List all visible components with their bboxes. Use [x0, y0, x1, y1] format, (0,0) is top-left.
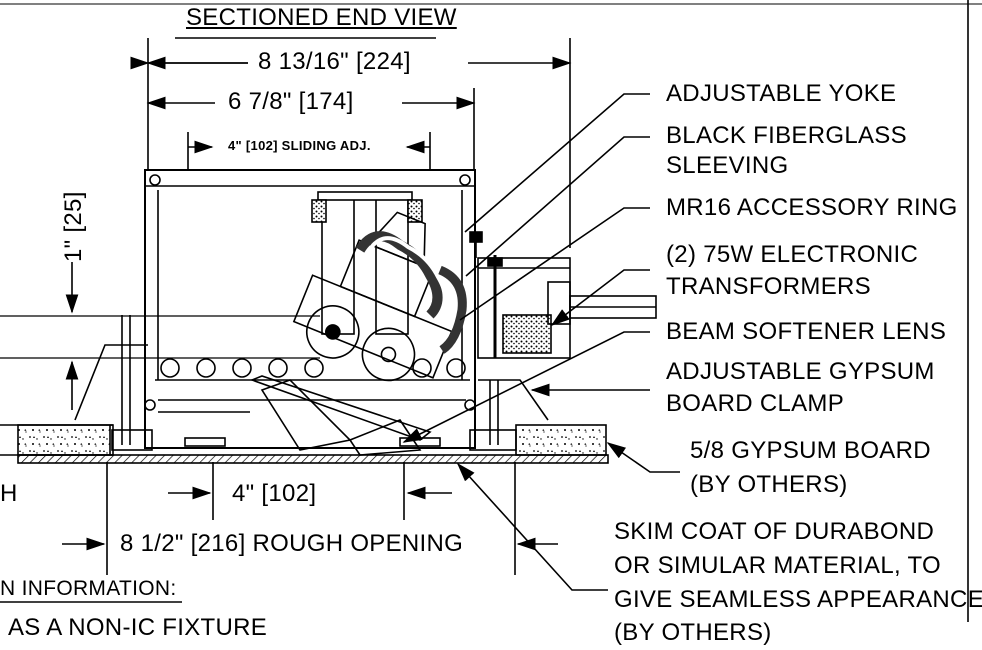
aperture-dim: 4" [102] — [232, 480, 317, 507]
callout-transformers-1: (2) 75W ELECTRONIC — [666, 241, 919, 268]
info-line: AS A NON-IC FIXTURE — [8, 614, 268, 641]
callout-transformers-2: TRANSFORMERS — [666, 273, 871, 300]
callout-gypsum-clamp-1: ADJUSTABLE GYPSUM — [666, 358, 935, 385]
depth-dim: 1" [25] — [60, 191, 87, 262]
callout-skim-coat-3: GIVE SEAMLESS APPEARANCE — [614, 586, 982, 613]
callout-beam-softener: BEAM SOFTENER LENS — [666, 318, 947, 345]
rough-opening-dim: 8 1/2" [216] ROUGH OPENING — [120, 530, 464, 557]
callout-gypsum-board-1: 5/8 GYPSUM BOARD — [690, 437, 931, 464]
callout-gypsum-board-2: (BY OTHERS) — [690, 471, 848, 498]
overall-width-dim: 8 13/16" [224] — [258, 48, 411, 75]
left-fragment-letter: H — [0, 480, 18, 507]
housing-width-dim: 6 7/8" [174] — [228, 88, 354, 115]
callout-gypsum-clamp-2: BOARD CLAMP — [666, 390, 845, 417]
callout-fiberglass-2: SLEEVING — [666, 152, 789, 179]
callout-skim-coat-1: SKIM COAT OF DURABOND — [614, 518, 935, 545]
info-title: N INFORMATION: — [0, 577, 177, 600]
callout-skim-coat-4: (BY OTHERS) — [614, 619, 772, 646]
callout-fiberglass-1: BLACK FIBERGLASS — [666, 122, 907, 149]
callout-skim-coat-2: OR SIMULAR MATERIAL, TO — [614, 552, 941, 579]
callout-accessory-ring: MR16 ACCESSORY RING — [666, 194, 958, 221]
sliding-adj-dim: 4" [102] SLIDING ADJ. — [228, 138, 371, 153]
callout-adjustable-yoke: ADJUSTABLE YOKE — [666, 80, 897, 107]
view-title: SECTIONED END VIEW — [186, 4, 457, 31]
